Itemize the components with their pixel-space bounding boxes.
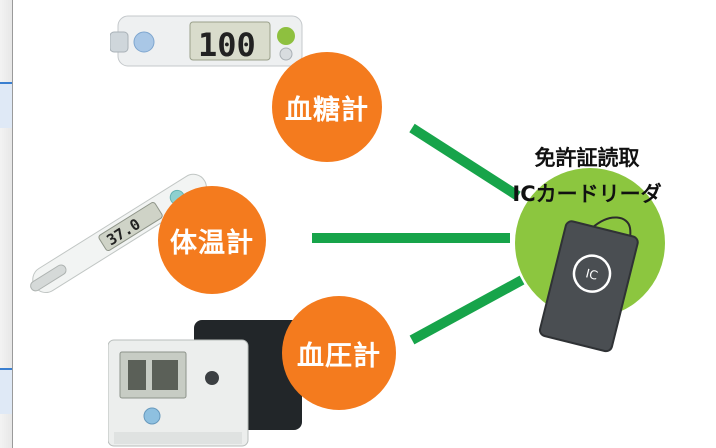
device-label-glucose: 血糖計: [272, 52, 382, 162]
ic-card-reader-icon: IC: [538, 216, 639, 353]
connector-glucose: [409, 123, 521, 201]
glucose-display-value: 100: [198, 26, 256, 64]
window-edge-tab: [0, 368, 12, 414]
ic-card-text: IC: [584, 266, 599, 282]
device-label-bp: 血圧計: [282, 296, 396, 410]
thermometer-icon: 37.0: [30, 173, 207, 294]
hub-title-line1: 免許証読取: [534, 146, 640, 170]
device-label-text: 体温計: [170, 227, 254, 259]
device-label-text: 血糖計: [285, 94, 369, 126]
blood-pressure-monitor-icon: [108, 320, 302, 447]
glucose-meter-icon: 100: [110, 15, 303, 67]
connector-bp: [409, 275, 525, 345]
device-label-thermo: 体温計: [158, 186, 266, 294]
window-edge-tab: [0, 82, 12, 128]
hub-title-line2: ICカードリーダ: [512, 182, 662, 206]
device-label-text: 血圧計: [297, 340, 381, 372]
